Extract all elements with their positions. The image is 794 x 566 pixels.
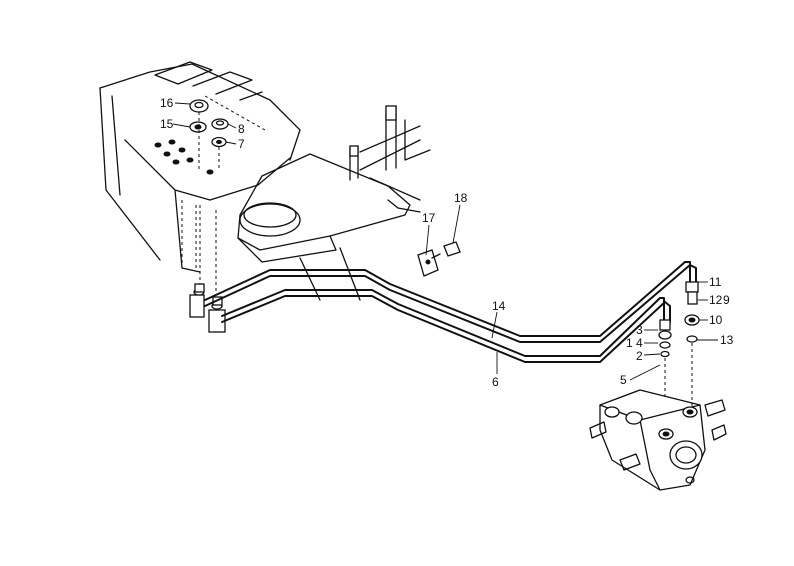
nut-8 xyxy=(211,118,229,130)
right-fittings xyxy=(658,281,700,410)
callout-10: 10 xyxy=(709,313,723,327)
callout-14: 14 xyxy=(492,299,506,313)
callout-4: 4 xyxy=(636,336,643,350)
callout-16: 16 xyxy=(160,96,174,110)
hydraulic-line-6 xyxy=(221,289,671,363)
control-levers xyxy=(349,105,431,201)
callout-17: 17 xyxy=(422,211,436,225)
callout-9: 9 xyxy=(723,293,730,307)
callout-18: 18 xyxy=(454,191,468,205)
fastener-stack xyxy=(189,99,229,170)
callout-5: 5 xyxy=(620,373,627,387)
callout-2: 2 xyxy=(636,349,643,363)
left-fittings xyxy=(189,205,226,333)
callout-1: 1 xyxy=(626,336,633,350)
callout-11: 11 xyxy=(709,275,722,289)
bolt-18 xyxy=(431,241,461,259)
callout-13: 13 xyxy=(720,333,734,347)
clamp-17 xyxy=(417,249,439,277)
control-valve xyxy=(589,389,727,491)
tractor-frame xyxy=(99,61,301,273)
leader-lines xyxy=(172,102,718,381)
washer-15 xyxy=(189,121,207,133)
callout-15: 15 xyxy=(160,117,174,131)
hydraulic-line-14 xyxy=(204,261,697,343)
callout-labels: 16 15 8 7 17 18 14 6 11 12 9 10 13 3 1 4… xyxy=(160,96,734,389)
bolt-holes xyxy=(154,139,214,175)
callout-7: 7 xyxy=(238,137,245,151)
washer-7 xyxy=(211,136,227,148)
callout-6: 6 xyxy=(492,375,499,389)
callout-12: 12 xyxy=(709,293,723,307)
nut-16 xyxy=(189,99,209,113)
callout-8: 8 xyxy=(238,122,245,136)
callout-3: 3 xyxy=(636,323,643,337)
seat-plate xyxy=(237,153,421,301)
